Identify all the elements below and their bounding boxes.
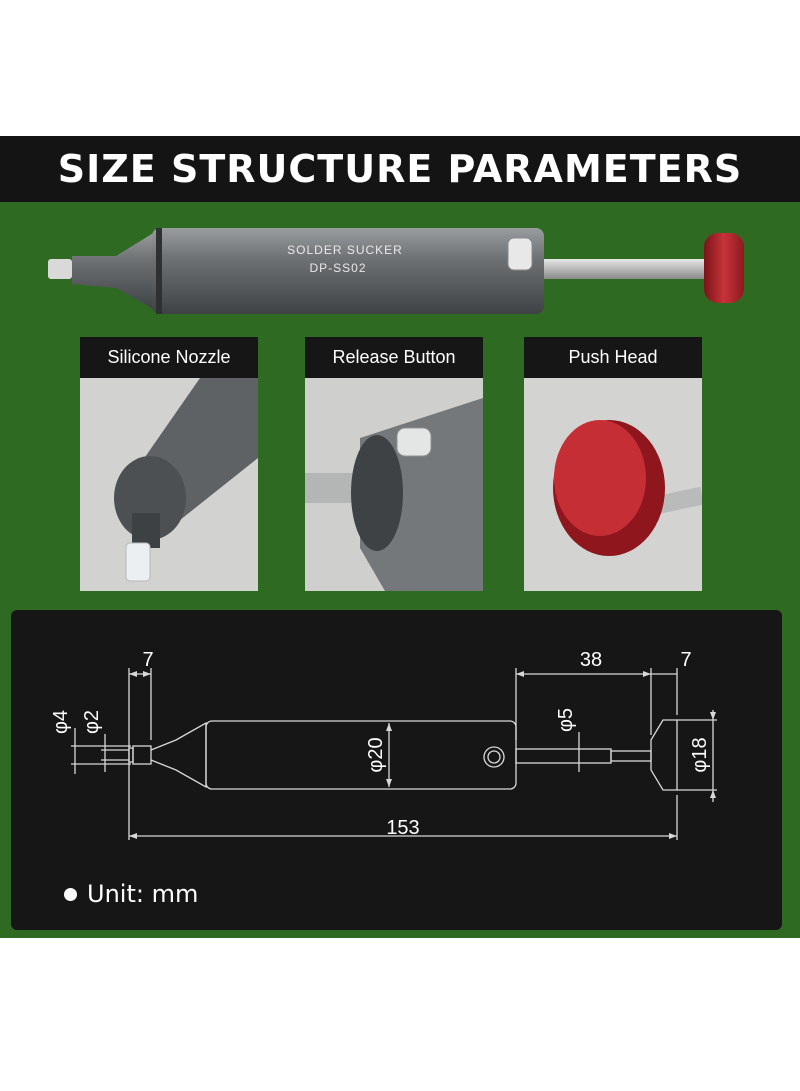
push-head-photo — [524, 378, 702, 591]
dim-head-length: 7 — [680, 649, 691, 671]
feature-label-bar: Push Head — [524, 337, 702, 378]
unit-label: Unit: mm — [87, 880, 199, 908]
nozzle-tip — [48, 259, 72, 279]
dim-body-diameter: φ20 — [365, 737, 387, 772]
feature-label-bar: Release Button — [305, 337, 483, 378]
model-text: DP-SS02 — [309, 261, 366, 275]
bullet-icon — [64, 887, 77, 901]
feature-label: Push Head — [568, 347, 658, 367]
silicone-nozzle-photo — [80, 378, 258, 591]
release-button-photo — [305, 378, 483, 591]
feature-card-push-head: Push Head — [524, 337, 702, 591]
dimension-panel: 7 38 7 153 φ4 φ2 φ20 φ5 φ18 — [11, 610, 782, 930]
feature-label-bar: Silicone Nozzle — [80, 337, 258, 378]
release-button — [507, 237, 533, 271]
dim-head-diameter: φ18 — [689, 737, 711, 772]
feature-card-release-button: Release Button — [305, 337, 483, 591]
dim-tip-inner-diameter: φ2 — [81, 710, 103, 734]
brand-text: SOLDER SUCKER — [287, 243, 403, 257]
plunger-rod — [544, 259, 714, 279]
feature-label: Silicone Nozzle — [107, 347, 231, 367]
dim-nozzle-length: 7 — [142, 649, 153, 671]
unit-note: Unit: mm — [64, 877, 198, 911]
dim-total-length: 153 — [386, 817, 419, 839]
page-title: SIZE STRUCTURE PARAMETERS — [57, 147, 743, 191]
push-head — [704, 233, 744, 303]
dim-tip-outer-diameter: φ4 — [50, 710, 72, 734]
header-bar: SIZE STRUCTURE PARAMETERS — [0, 136, 800, 202]
feature-label: Release Button — [332, 347, 456, 367]
product-image: SOLDER SUCKER DP-SS02 — [48, 228, 744, 314]
nozzle-cone — [72, 232, 155, 310]
feature-card-silicone-nozzle: Silicone Nozzle — [80, 337, 258, 591]
dim-plunger-length: 38 — [580, 649, 602, 671]
main-body — [152, 228, 544, 314]
dim-rod-diameter: φ5 — [555, 708, 577, 732]
dimension-drawing: 7 38 7 153 φ4 φ2 φ20 φ5 φ18 — [50, 649, 717, 840]
